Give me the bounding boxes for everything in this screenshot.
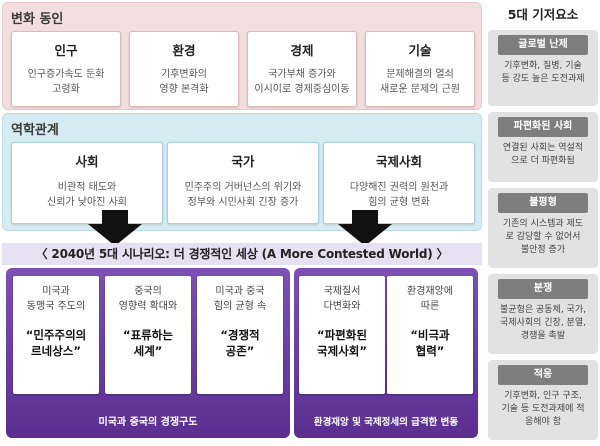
- driver-desc-line: 문제해결의 열쇠: [386, 69, 454, 80]
- sidebar-item-line: 로 감당할 수 없어서: [505, 232, 581, 242]
- scenario-name-line: “민주주의의: [25, 328, 87, 342]
- sidebar-item-line: 으로 더 파편화됨: [511, 156, 575, 166]
- sidebar-item-line: 불균형은 공동체, 국가,: [500, 305, 586, 315]
- sidebar-item-line: 기존의 시스템과 제도: [502, 219, 584, 229]
- scenario-desc-line: 환경재앙에: [407, 286, 453, 297]
- sidebar-item-head: 적응: [498, 365, 588, 385]
- sidebar-item-line: 기후변화, 질병, 기술: [504, 61, 582, 71]
- driver-title: 경제: [290, 43, 314, 58]
- driver-card-environment: 환경 기후변화의 영향 본격화: [129, 31, 239, 107]
- driver-card-technology: 기술 문제해결의 열쇠 새로운 문제의 근원: [365, 31, 475, 107]
- sidebar-item-fragmented-society: 파편화된 사회 연결된 사회는 역설적 으로 더 파편화됨: [488, 112, 598, 182]
- sidebar-item-global-challenges: 글로벌 난제 기후변화, 질병, 기술 등 강도 높은 도전과제: [488, 30, 598, 106]
- scenario-card: 국제질서 다변화와 “파편화된 국제사회”: [299, 276, 385, 394]
- scenario-card: 환경재앙에 따른 “비극과 협력”: [387, 276, 473, 394]
- scenario-name-line: “비극과: [410, 328, 450, 342]
- driver-title: 인구: [54, 43, 78, 58]
- sidebar-item-line: 응해야 함: [525, 417, 561, 427]
- driver-card-economy: 경제 국가부채 증가와 이시이로 경제중심이동: [247, 31, 357, 107]
- scenario-name-line: 공존”: [225, 344, 255, 358]
- dynamics-desc-line: 정부와 시민사회 긴장 증가: [187, 197, 299, 208]
- dynamics-band: 역학관계 사회 비관적 태도와 신뢰가 낮아진 사회 국가 민주주의 거버넌스의…: [2, 113, 482, 231]
- sidebar-title: 5대 기저요소: [507, 7, 579, 22]
- scenario-card: 중국의 영향력 확대와 “표류하는 세계”: [105, 276, 191, 394]
- driver-card-population: 인구 인구증가속도 둔화 고령화: [11, 31, 121, 107]
- scenario-name-line: 협력”: [415, 344, 445, 358]
- dynamics-desc-line: 신뢰가 낮아진 사회: [47, 197, 127, 208]
- sidebar-item-head: 분쟁: [498, 279, 588, 299]
- scenario-name-line: 세계”: [133, 344, 163, 358]
- sidebar-item-line: 기후변화, 인구 구조,: [504, 391, 582, 401]
- scenario-name-line: “표류하는: [123, 328, 173, 342]
- down-arrow-icon: [88, 210, 142, 246]
- scenario-desc-line: 동맹국 주도의: [26, 301, 86, 312]
- scenario-desc-line: 국제질서: [323, 286, 361, 297]
- scenario-name-line: 국제사회”: [317, 344, 367, 358]
- driver-title: 기술: [408, 43, 432, 58]
- driver-desc-line: 이시이로 경제중심이동: [254, 84, 350, 95]
- dynamics-card-international: 국제사회 다양해진 권력의 원천과 힘의 균형 변화: [323, 142, 475, 224]
- scenario-desc-line: 미국과 중국: [215, 286, 265, 297]
- sidebar-item-imbalance: 불평형 기존의 시스템과 제도 로 감당할 수 없어서 불안정 증가: [488, 188, 598, 268]
- scenario-card: 미국과 동맹국 주도의 “민주주의의 르네상스”: [13, 276, 99, 394]
- dynamics-title: 국제사회: [375, 154, 422, 169]
- scenario-panel-environment: 국제질서 다변화와 “파편화된 국제사회” 환경재앙에 따른 “비극과 협력” …: [294, 268, 478, 438]
- sidebar-item-line: 불안정 증가: [520, 245, 566, 255]
- sidebar-item-line: 등 강도 높은 도전과제: [501, 74, 585, 84]
- driver-desc-line: 기후변화의: [161, 69, 207, 80]
- driver-desc-line: 고령화: [52, 84, 80, 95]
- down-arrow-icon: [338, 210, 392, 246]
- dynamics-card-state: 국가 민주주의 거버넌스의 위기와 정부와 시민사회 긴장 증가: [167, 142, 319, 224]
- scenario-desc-line: 미국과: [42, 286, 70, 297]
- driver-desc-line: 인구증가속도 둔화: [27, 69, 105, 80]
- scenario-desc-line: 중국의: [134, 286, 162, 297]
- scenario-title: 〈 2040년 5대 시나리오: 더 경쟁적인 세상 (A More Conte…: [2, 243, 482, 265]
- driver-desc-line: 새로운 문제의 근원: [380, 84, 460, 95]
- scenario-name-line: “경쟁적: [220, 328, 260, 342]
- sidebar-item-line: 국제사회의 긴장, 분열,: [500, 318, 586, 328]
- drivers-label: 변화 동인: [11, 12, 64, 27]
- sidebar-item-line: 연결된 사회는 역설적: [502, 143, 584, 153]
- scenario-desc-line: 따른: [420, 301, 440, 312]
- drivers-band: 변화 동인 인구 인구증가속도 둔화 고령화 환경 기후변화의 영향 본격화 경…: [2, 2, 482, 110]
- sidebar-item-line: 기술 등 도전과제에 적: [501, 404, 585, 414]
- dynamics-desc-line: 힘의 균형 변화: [368, 197, 430, 208]
- sidebar-item-line: 경쟁을 촉발: [520, 331, 566, 341]
- dynamics-desc-line: 민주주의 거버넌스의 위기와: [184, 182, 302, 193]
- dynamics-label: 역학관계: [11, 123, 59, 138]
- panel-footer: 미국과 중국의 경쟁구도: [98, 417, 198, 428]
- scenario-panel-us-china: 미국과 동맹국 주도의 “민주주의의 르네상스” 중국의 영향력 확대와 “표류…: [6, 268, 290, 438]
- scenario-desc-line: 힘의 균형 속: [213, 301, 267, 312]
- sidebar-item-head: 파편화된 사회: [498, 117, 588, 137]
- dynamics-desc-line: 다양해진 권력의 원천과: [349, 182, 449, 193]
- dynamics-desc-line: 비관적 태도와: [57, 182, 117, 193]
- sidebar-item-head: 불평형: [498, 193, 588, 213]
- panel-footer: 환경재앙 및 국제정세의 급격한 변동: [313, 417, 459, 428]
- sidebar-item-adaptation: 적응 기후변화, 인구 구조, 기술 등 도전과제에 적 응해야 함: [488, 360, 598, 440]
- scenario-desc-line: 영향력 확대와: [118, 301, 178, 312]
- scenario-name-line: 르네상스”: [31, 344, 81, 358]
- dynamics-title: 국가: [231, 154, 255, 169]
- dynamics-title: 사회: [75, 154, 99, 169]
- sidebar-item-head: 글로벌 난제: [498, 35, 588, 55]
- scenario-name-line: “파편화된: [317, 328, 367, 342]
- driver-desc-line: 영향 본격화: [159, 84, 209, 95]
- driver-desc-line: 국가부채 증가와: [268, 69, 336, 80]
- driver-title: 환경: [172, 43, 196, 58]
- sidebar-item-conflict: 분쟁 불균형은 공동체, 국가, 국제사회의 긴장, 분열, 경쟁을 촉발: [488, 274, 598, 354]
- scenario-card: 미국과 중국 힘의 균형 속 “경쟁적 공존”: [197, 276, 283, 394]
- scenario-desc-line: 다변화와: [323, 301, 361, 312]
- dynamics-card-society: 사회 비관적 태도와 신뢰가 낮아진 사회: [11, 142, 163, 224]
